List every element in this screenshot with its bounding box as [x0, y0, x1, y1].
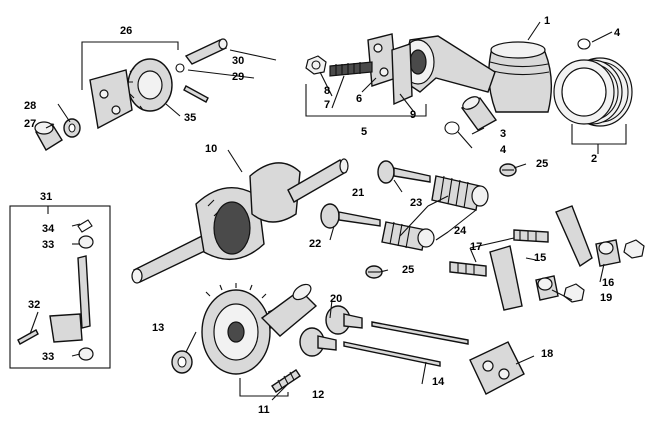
callout-35: 35 [184, 112, 196, 124]
callout-7: 7 [324, 99, 330, 111]
piston [488, 41, 553, 113]
leader-lines [29, 21, 627, 401]
callout-5: 5 [361, 126, 367, 138]
washer-33-lower [78, 347, 94, 361]
valve-22 [320, 203, 381, 229]
camshaft [260, 283, 318, 337]
callout-29: 29 [232, 71, 244, 83]
callout-12: 12 [312, 389, 324, 401]
callout-27: 27 [24, 118, 36, 130]
governor-shaft-30 [184, 38, 228, 65]
bracket-26 [81, 41, 179, 90]
callout-23: 23 [410, 197, 422, 209]
nut-19 [563, 283, 585, 303]
callout-labels: 1 2 3 4 4 5 6 7 8 9 10 11 12 13 14 15 16… [24, 15, 621, 416]
tappet-20-upper [325, 305, 363, 335]
retainer-25-lower [365, 265, 383, 279]
rocker-arm-upper [555, 205, 593, 268]
push-rod-lower [343, 341, 441, 367]
clip-34 [77, 219, 93, 233]
callout-25-upper: 25 [536, 158, 548, 170]
valve-spring-24 [381, 221, 435, 251]
nut-16 [623, 239, 645, 259]
circlip-upper [577, 38, 591, 50]
washer-29 [175, 63, 185, 73]
washer-28 [63, 118, 81, 138]
callout-19: 19 [600, 292, 612, 304]
piston-pin [460, 96, 498, 131]
callout-18: 18 [541, 348, 553, 360]
valve-21 [377, 160, 431, 184]
tappet-20-lower [299, 327, 337, 357]
connecting-rod [401, 35, 496, 93]
callout-11: 11 [258, 404, 270, 416]
callout-6: 6 [356, 93, 362, 105]
rod-cap-assembly [305, 33, 413, 106]
oil-slinger-bracket [89, 69, 133, 130]
rocker-arm-lower [489, 245, 523, 311]
bracket-5 [305, 84, 427, 117]
bracket-11 [239, 378, 289, 397]
crankshaft [131, 158, 349, 284]
pin-27 [34, 121, 63, 151]
callout-24: 24 [454, 225, 467, 237]
washer-33-upper [78, 235, 94, 249]
pivot-16-upper [595, 239, 621, 267]
callout-14: 14 [432, 376, 445, 388]
callout-32: 32 [28, 299, 40, 311]
callout-33-lower: 33 [42, 351, 54, 363]
callout-33-upper: 33 [42, 239, 54, 251]
circlip-lower [444, 121, 460, 135]
valve-spring-23 [431, 175, 489, 211]
callout-30: 30 [232, 55, 244, 67]
push-rod-upper [371, 321, 469, 345]
callout-3: 3 [500, 128, 506, 140]
callout-9: 9 [410, 109, 416, 121]
callout-21: 21 [352, 187, 364, 199]
screw-32 [17, 329, 39, 345]
callout-10: 10 [205, 143, 217, 155]
bracket-31-box [9, 205, 111, 369]
callout-34: 34 [42, 223, 55, 235]
piston-rings [553, 57, 633, 127]
spring-12 [271, 369, 301, 393]
stud-17-upper [513, 229, 549, 243]
camshaft-gear [201, 283, 275, 375]
retainer-25-upper [499, 163, 517, 177]
callout-25-lower: 25 [402, 264, 414, 276]
governor-arm [49, 255, 91, 343]
governor-gear [127, 58, 173, 112]
callout-2: 2 [591, 153, 597, 165]
callout-16: 16 [602, 277, 614, 289]
stud-17-lower [449, 261, 487, 277]
callout-4-upper: 4 [614, 27, 621, 39]
callout-1: 1 [544, 15, 550, 27]
callout-15: 15 [534, 252, 546, 264]
plate-18 [469, 341, 525, 395]
callout-28: 28 [24, 100, 36, 112]
callout-17: 17 [470, 241, 482, 253]
callout-20: 20 [330, 293, 342, 305]
callout-26: 26 [120, 25, 132, 37]
callout-4-lower: 4 [500, 144, 507, 156]
pivot-16-lower [535, 275, 559, 301]
callout-13: 13 [152, 322, 164, 334]
callout-8: 8 [324, 85, 330, 97]
callout-22: 22 [309, 238, 321, 250]
callout-31: 31 [40, 191, 52, 203]
pin-35 [183, 85, 209, 103]
washer-13 [171, 350, 193, 374]
